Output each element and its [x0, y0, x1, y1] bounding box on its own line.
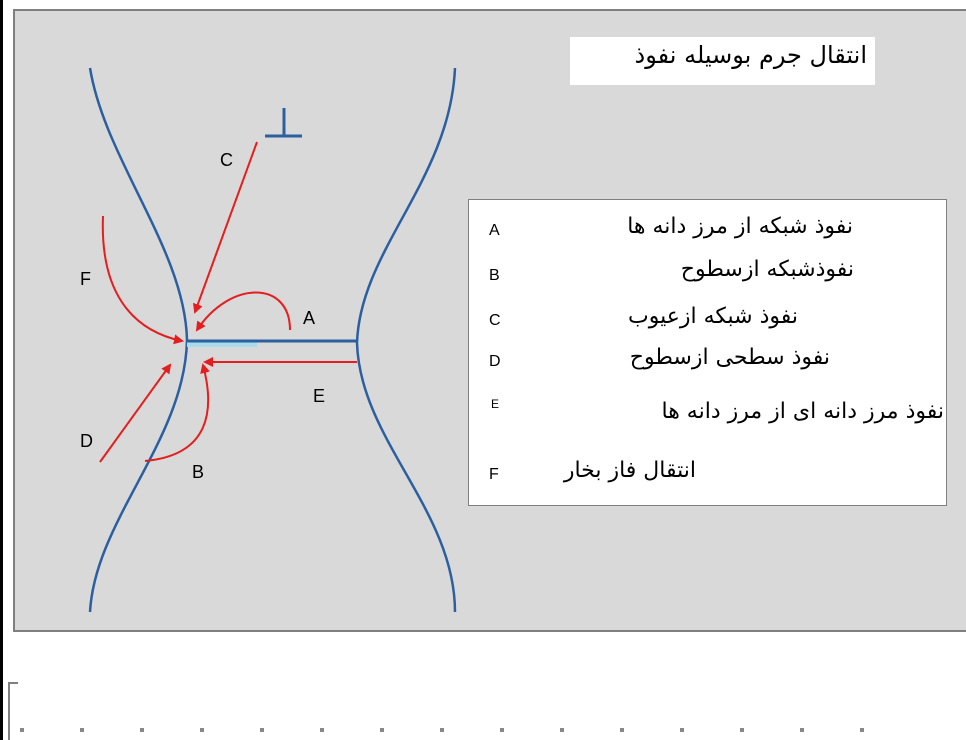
legend-item-a: نفوذ شبکه از مرز دانه ها A: [469, 214, 946, 248]
legend-box: نفوذ شبکه از مرز دانه ها A نفوذشبکه ازسط…: [468, 199, 947, 506]
label-b: B: [192, 462, 204, 482]
cut-off-text-remnants: [20, 728, 920, 732]
legend-item-text: نفوذ سطحی ازسطوح: [629, 345, 830, 370]
legend-item-letter: A: [489, 222, 500, 239]
dislocation-symbol: [265, 108, 302, 138]
label-e: E: [313, 386, 325, 406]
arrow-a: [195, 291, 291, 332]
label-f: F: [80, 269, 91, 289]
arrow-d: [99, 363, 172, 463]
legend-item-d: نفوذ سطحی ازسطوح D: [469, 345, 946, 379]
legend-item-text: نفوذ مرز دانه ای از مرز دانه ها: [661, 399, 945, 424]
legend-item-b: نفوذشبکه ازسطوح B: [469, 257, 946, 291]
legend-item-text: انتقال فاز بخار: [563, 458, 696, 483]
legend-item-text: نفوذ شبکه ازعیوب: [628, 304, 798, 329]
left-particle-outline: [88, 67, 189, 613]
label-d: D: [80, 431, 93, 451]
title-box: انتقال جرم بوسیله نفوذ: [570, 37, 875, 85]
legend-item-f: انتقال فاز بخار F: [469, 458, 946, 492]
diagram-title: انتقال جرم بوسیله نفوذ: [634, 41, 867, 69]
arrow-f: [101, 215, 184, 345]
label-a: A: [303, 308, 315, 328]
arrow-b: [144, 363, 210, 462]
legend-item-letter: E: [491, 397, 500, 411]
legend-item-text: نفوذشبکه ازسطوح: [680, 257, 854, 282]
legend-item-letter: C: [489, 312, 501, 329]
right-particle-outline: [355, 67, 457, 613]
legend-item-letter: D: [489, 353, 501, 370]
legend-item-c: نفوذ شبکه ازعیوب C: [469, 304, 946, 338]
legend-item-letter: F: [489, 466, 499, 483]
arrow-c: [193, 141, 258, 314]
legend-item-letter: B: [489, 267, 500, 284]
grain-boundary-neck: [187, 341, 257, 347]
legend-item-e: نفوذ مرز دانه ای از مرز دانه ها E: [469, 397, 946, 433]
legend-item-text: نفوذ شبکه از مرز دانه ها: [627, 214, 853, 239]
left-border-line: [0, 0, 3, 740]
label-c: C: [220, 150, 233, 170]
page-bracket-mark: [8, 682, 18, 740]
